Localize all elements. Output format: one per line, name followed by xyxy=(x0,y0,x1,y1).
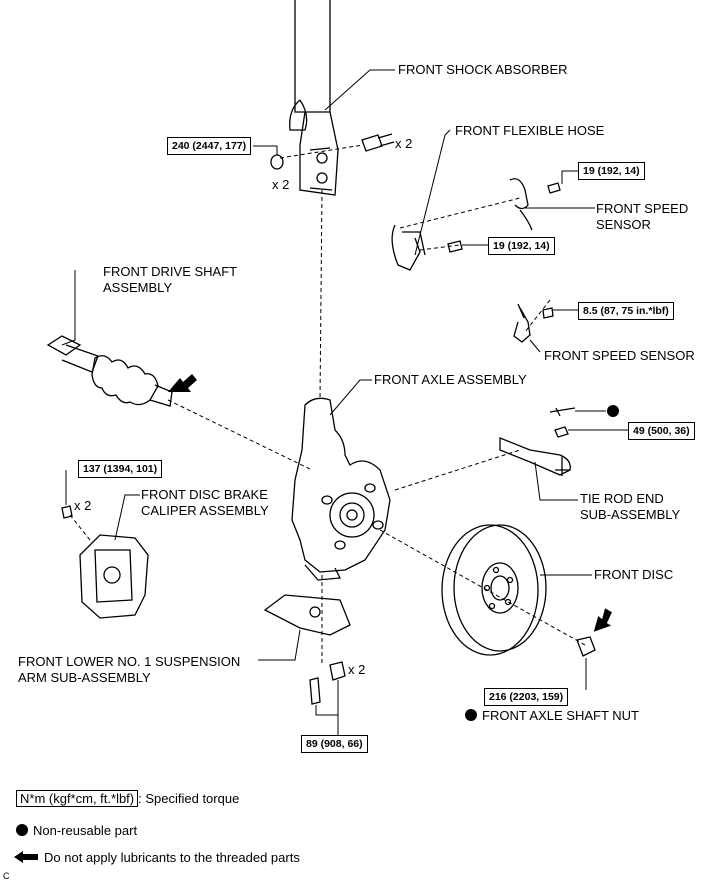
axle-assembly-drawing xyxy=(291,397,391,581)
legend-torque: N*m (kgf*cm, ft.*lbf): Specified torque xyxy=(16,790,240,807)
nonreusable-dot-icon xyxy=(465,709,477,721)
label-tie-rod-end: TIE ROD END SUB-ASSEMBLY xyxy=(580,491,681,522)
label-front-axle-shaft-nut: FRONT AXLE SHAFT NUT xyxy=(465,708,639,724)
label-front-flexible-hose: FRONT FLEXIBLE HOSE xyxy=(455,123,605,138)
flexible-hose-drawing xyxy=(391,178,561,271)
label-front-shock-absorber: FRONT SHOCK ABSORBER xyxy=(398,62,568,77)
quantity-nut-lower-arm: x 2 xyxy=(348,662,366,677)
torque-box-19-upper: 19 (192, 14) xyxy=(578,162,645,180)
quantity-nut-shock: x 2 xyxy=(272,177,290,192)
torque-box-137: 137 (1394, 101) xyxy=(78,460,163,478)
nonreusable-dot-icon xyxy=(16,824,28,836)
legend-torque-unit: N*m (kgf*cm, ft.*lbf) xyxy=(16,790,139,807)
torque-box-89: 89 (908, 66) xyxy=(301,735,368,753)
quantity-bolt-shock: x 2 xyxy=(395,136,413,151)
label-front-disc: FRONT DISC xyxy=(594,567,674,582)
legend-torque-text: : Specified torque xyxy=(138,791,240,806)
torque-box-19-lower: 19 (192, 14) xyxy=(488,237,555,255)
legend-no-lube-text: Do not apply lubricants to the threaded … xyxy=(44,850,300,865)
front-disc-drawing xyxy=(441,524,596,657)
label-front-speed-sensor-upper: FRONT SPEED SENSOR xyxy=(596,201,689,232)
legend-no-lube: Do not apply lubricants to the threaded … xyxy=(14,850,300,865)
label-front-axle-assembly: FRONT AXLE ASSEMBLY xyxy=(374,372,527,387)
corner-mark: C xyxy=(3,871,10,881)
tie-rod-drawing xyxy=(499,407,576,476)
torque-box-240: 240 (2447, 177) xyxy=(167,137,252,155)
torque-box-216: 216 (2203, 159) xyxy=(484,688,569,706)
quantity-bolt-caliper: x 2 xyxy=(74,498,92,513)
shock-absorber-drawing xyxy=(270,0,395,196)
legend-nonreusable: Non-reusable part xyxy=(16,823,137,838)
speed-sensor-drawing xyxy=(513,303,554,343)
axle-shaft-nut-text: FRONT AXLE SHAFT NUT xyxy=(482,708,639,723)
no-lube-arrow-icon xyxy=(14,851,38,863)
legend-nonreusable-text: Non-reusable part xyxy=(33,823,138,838)
drive-shaft-drawing xyxy=(46,335,173,407)
label-front-lower-suspension-arm: FRONT LOWER NO. 1 SUSPENSION ARM SUB-ASS… xyxy=(18,654,241,685)
label-front-drive-shaft: FRONT DRIVE SHAFT ASSEMBLY xyxy=(103,264,238,295)
label-front-speed-sensor-lower: FRONT SPEED SENSOR xyxy=(544,348,695,363)
torque-box-8-5: 8.5 (87, 75 in.*lbf) xyxy=(578,302,674,320)
label-front-disc-brake-caliper: FRONT DISC BRAKE CALIPER ASSEMBLY xyxy=(141,487,269,518)
brake-caliper-drawing xyxy=(61,505,149,619)
torque-box-49: 49 (500, 36) xyxy=(628,422,695,440)
lower-arm-drawing xyxy=(263,594,351,705)
